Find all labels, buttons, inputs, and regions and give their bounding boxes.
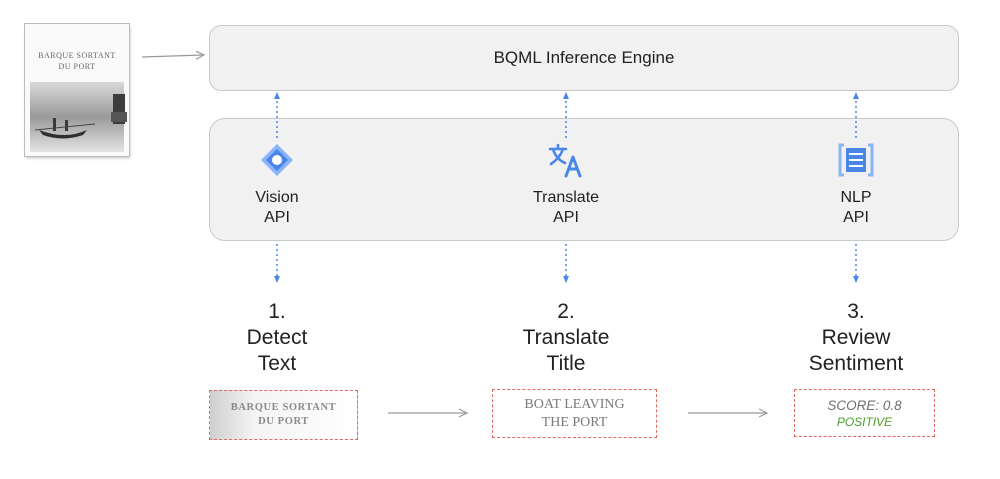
step-label-line2: Title bbox=[546, 352, 586, 375]
api-panel bbox=[209, 118, 959, 241]
vision-api-label-line2: API bbox=[264, 209, 290, 226]
step-number: 1. bbox=[268, 300, 286, 323]
poster-thumbnail: BARQUE SORTANT DU PORT bbox=[25, 24, 129, 156]
nlp-api-label-line2: API bbox=[843, 209, 869, 226]
step-review-sentiment: 3. Review Sentiment bbox=[756, 299, 956, 377]
step-label-line1: Review bbox=[821, 326, 891, 349]
sentiment-label: POSITIVE bbox=[836, 414, 893, 429]
translate-api: Translate API bbox=[486, 140, 646, 228]
translated-text-line1: BOAT LEAVING bbox=[524, 396, 625, 412]
translate-api-label-line2: API bbox=[553, 209, 579, 226]
inference-engine-box: BQML Inference Engine bbox=[209, 25, 959, 91]
translate-icon bbox=[486, 140, 646, 180]
inference-engine-title: BQML Inference Engine bbox=[493, 48, 675, 67]
vision-api: Vision API bbox=[197, 140, 357, 228]
detected-text-line2: DU PORT bbox=[258, 416, 309, 427]
detected-text-box: BARQUE SORTANT DU PORT bbox=[209, 390, 358, 440]
poster-photo-image bbox=[30, 82, 127, 152]
step-label-line1: Detect bbox=[246, 326, 308, 349]
nlp-api-label-line1: NLP bbox=[840, 189, 872, 206]
step-number: 3. bbox=[847, 300, 865, 323]
vision-api-label-line1: Vision bbox=[255, 189, 299, 206]
poster-title-line2: DU PORT bbox=[58, 62, 96, 71]
poster-title-line1: BARQUE SORTANT bbox=[38, 51, 116, 60]
translate-api-label-line1: Translate bbox=[532, 189, 600, 206]
step-detect-text: 1. Detect Text bbox=[177, 299, 377, 377]
step-label-line2: Sentiment bbox=[808, 352, 904, 375]
step-label-line1: Translate bbox=[522, 326, 610, 349]
detected-text-line1: BARQUE SORTANT bbox=[230, 402, 337, 413]
nlp-document-icon bbox=[776, 140, 936, 180]
nlp-api: NLP API bbox=[776, 140, 936, 228]
step-number: 2. bbox=[557, 300, 575, 323]
step-label-line2: Text bbox=[257, 352, 297, 375]
poster-to-engine-arrow bbox=[141, 55, 203, 57]
translated-text-box: BOAT LEAVING THE PORT bbox=[492, 389, 657, 438]
sentiment-result-box: SCORE: 0.8 POSITIVE bbox=[794, 389, 935, 437]
step-translate-title: 2. Translate Title bbox=[466, 299, 666, 377]
translated-text-line2: THE PORT bbox=[541, 414, 608, 430]
vision-diamond-icon bbox=[197, 140, 357, 180]
sentiment-score: SCORE: 0.8 bbox=[827, 397, 902, 413]
poster-title: BARQUE SORTANT DU PORT bbox=[25, 50, 129, 72]
